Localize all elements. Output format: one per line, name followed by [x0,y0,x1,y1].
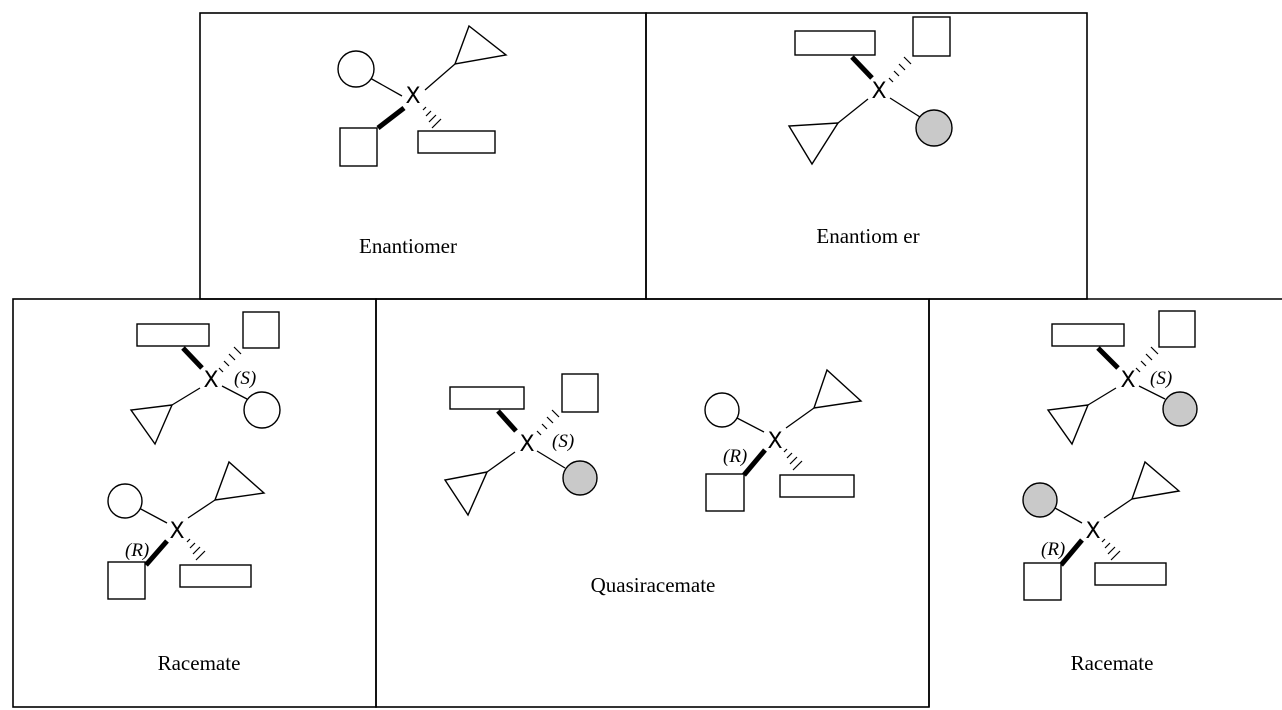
molecule-top-left: X [337,24,508,167]
molecule-center-s: X (S) [443,373,599,517]
center-atom: X [871,79,886,104]
wedge-bond [850,55,874,80]
triangle-substituent [812,368,863,409]
bond-triangle [1103,498,1133,519]
config-label-r: (R) [1041,539,1065,560]
rectangle-substituent [794,30,876,56]
square-substituent [1158,310,1196,348]
bond-triangle [837,98,869,124]
hashed-bond [888,56,912,83]
hashed-bond [1101,538,1121,561]
panel-frame-top-right [645,12,1088,300]
triangle-substituent [1130,460,1181,500]
bond-triangle [424,63,456,91]
config-label-r: (R) [125,540,149,561]
molecule-bottom-left-s: X (S) [129,311,281,446]
square-substituent [1023,562,1062,601]
shaded-circle-substituent [1162,391,1198,427]
rectangle-substituent [179,564,252,588]
rectangle-substituent [1051,323,1125,347]
config-label-s: (S) [234,368,256,389]
molecule-bottom-right-s: X (S) [1046,310,1198,446]
bond-circle [1054,507,1083,524]
molecule-top-right: X [787,16,953,166]
bond-triangle [486,451,516,473]
square-substituent [339,127,378,167]
triangle-substituent [129,404,174,446]
bond-circle [1138,385,1166,400]
circle-substituent [337,50,375,88]
triangle-substituent [453,24,508,65]
shaded-circle-substituent [1022,482,1058,518]
square-substituent [912,16,951,57]
bond-triangle [785,407,815,429]
wedge-bond [1059,538,1084,567]
panel-frame-bottom-center [375,298,930,708]
bond-circle [138,507,168,524]
center-atom: X [767,429,782,454]
wedge-bond [144,539,169,567]
config-label-s: (S) [1150,368,1172,389]
wedge-bond [181,346,204,370]
square-substituent [561,373,599,413]
molecule-bottom-left-r: X (R) [107,460,266,600]
bond-circle [536,450,566,469]
wedge-bond [742,448,767,477]
center-atom: X [405,84,420,109]
panel-label-bottom-right: Racemate [1071,651,1154,675]
triangle-substituent [213,460,266,501]
rectangle-substituent [779,474,855,498]
hashed-bond [422,106,442,129]
molecule-center-r: X (R) [704,368,863,512]
wedge-bond [496,409,518,433]
square-substituent [242,311,280,349]
center-atom: X [1120,368,1135,393]
center-atom: X [1085,519,1100,544]
bond-triangle [187,499,216,519]
bond-triangle [171,387,201,406]
circle-substituent [107,483,143,519]
triangle-substituent [443,471,489,517]
circle-substituent [704,392,740,428]
bond-circle [736,417,765,433]
square-substituent [107,561,146,600]
rectangle-substituent [136,323,210,347]
wedge-bond [376,106,406,130]
panel-label-bottom-left: Racemate [158,651,241,675]
rectangle-substituent [449,386,525,410]
panel-label-top-right: Enantiom er [816,224,919,248]
center-atom: X [169,519,184,544]
shaded-circle-substituent [562,460,598,496]
hashed-bond [783,448,803,471]
molecule-bottom-right-r: X (R) [1022,460,1181,601]
center-atom: X [203,368,218,393]
triangle-substituent [787,122,840,166]
bond-circle [221,385,248,400]
config-label-s: (S) [552,431,574,452]
shaded-circle-substituent [915,109,953,147]
hashed-bond [536,409,560,436]
config-label-r: (R) [723,446,747,467]
triangle-substituent [1046,404,1090,446]
bond-circle [889,97,921,118]
hashed-bond [218,346,242,373]
circle-substituent [243,391,281,429]
rectangle-substituent [1094,562,1167,586]
hashed-bond [1135,346,1159,373]
wedge-bond [1096,346,1120,370]
hashed-bond [186,538,206,561]
panel-label-bottom-center: Quasiracemate [591,573,716,597]
rectangle-substituent [417,130,496,154]
panel-label-top-left: Enantiomer [359,234,457,258]
center-atom: X [519,432,534,457]
square-substituent [705,473,745,512]
bond-triangle [1087,387,1117,406]
bond-circle [369,77,403,97]
